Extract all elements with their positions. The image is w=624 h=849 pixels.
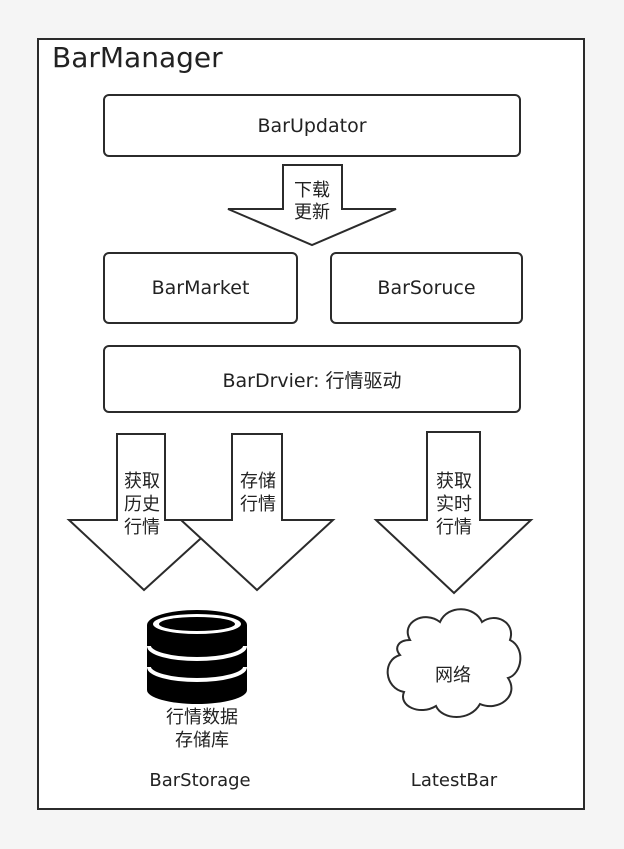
storage-caption-line-1: 行情数据 (166, 707, 238, 728)
realtime-label-line-1: 获取 (436, 471, 472, 492)
realtime-arrow-shape (373, 431, 534, 595)
storage-caption: 行情数据 存储库 (147, 706, 257, 752)
history-label-line-2: 历史 (124, 494, 160, 515)
latestbar-label: LatestBar (410, 770, 498, 791)
barsource-label: BarSoruce (377, 277, 476, 299)
bardriver-label: BarDrvier: 行情驱动 (222, 369, 402, 392)
download-label-line-1: 下载 (294, 180, 330, 201)
realtime-label-line-2: 实时 (436, 494, 472, 515)
download-arrow-shape (227, 164, 397, 247)
store-label-line-1: 存储 (240, 471, 276, 492)
bardriver-box: BarDrvier: 行情驱动 (103, 345, 521, 413)
barsource-box: BarSoruce (330, 252, 523, 324)
store-label-line-2: 行情 (240, 494, 276, 515)
storage-caption-line-2: 存储库 (175, 730, 229, 751)
barupdator-label: BarUpdator (257, 114, 367, 137)
store-arrow-label: 存储 行情 (235, 470, 281, 516)
download-arrow-label: 下载 更新 (290, 180, 334, 224)
history-label-line-1: 获取 (124, 471, 160, 492)
cloud-icon (386, 608, 522, 718)
barmarket-box: BarMarket (103, 252, 298, 324)
download-label-line-2: 更新 (294, 202, 330, 223)
cloud-text: 网络 (435, 665, 471, 686)
frame-title: BarManager (52, 41, 223, 74)
database-icon (147, 610, 247, 704)
barstorage-label: BarStorage (149, 770, 251, 791)
store-arrow-shape (178, 433, 336, 592)
history-arrow-shape (66, 433, 224, 592)
barupdator-box: BarUpdator (103, 94, 521, 157)
realtime-arrow-label: 获取 实时 行情 (431, 470, 477, 539)
history-arrow-label: 获取 历史 行情 (119, 470, 165, 539)
history-label-line-3: 行情 (124, 517, 160, 538)
barmarket-label: BarMarket (151, 277, 250, 299)
realtime-label-line-3: 行情 (436, 517, 472, 538)
